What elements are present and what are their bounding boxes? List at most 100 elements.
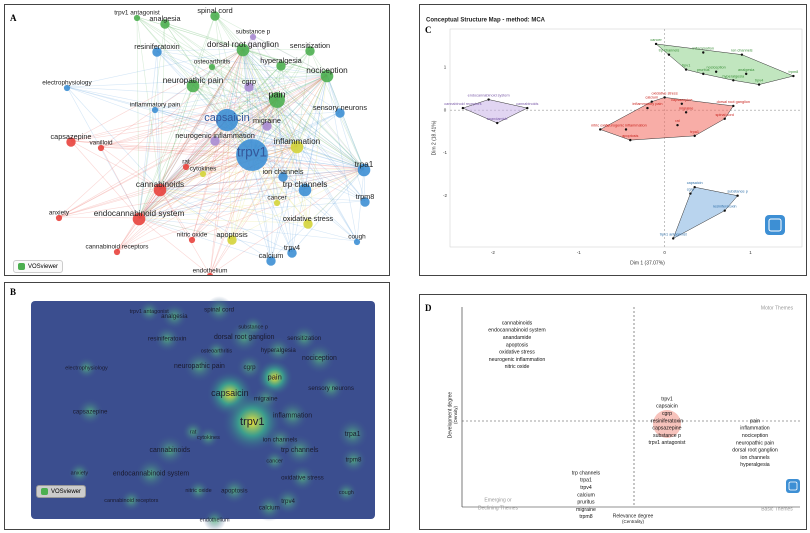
quadrant-emerging: Emerging or — [484, 497, 512, 503]
edge-substance-p-trpa1 — [252, 35, 365, 170]
density-label-trpv4: trpv4 — [281, 498, 295, 505]
label-cancer: cancer — [267, 195, 287, 202]
theme-bubble-1 — [653, 410, 681, 438]
blob-cough — [334, 480, 358, 504]
point-cannabinoids — [526, 106, 529, 110]
thematic-map: Relevance degree(Centrality)Development … — [447, 305, 800, 524]
theme-2-item-neuropathic-pain: neuropathic pain — [736, 440, 774, 446]
edge-hyperalgesia-capsaicin — [226, 64, 282, 120]
point-dorsal-root-ganglion — [732, 104, 735, 108]
edge-cannabinoid-receptors-trpa1 — [116, 168, 365, 252]
node-analgesia — [160, 19, 170, 29]
edge-calcium-capsaicin — [226, 118, 272, 261]
edge-endocannabinoid-system-trpv1 — [138, 153, 253, 219]
point-label-calcium: calcium — [645, 96, 658, 100]
edge-anxiety-trpv1 — [58, 153, 253, 218]
label-oxidative-stress: oxidative stress — [283, 214, 334, 223]
point-ion-channels — [740, 53, 744, 56]
node-oxidative-stress — [303, 219, 313, 229]
point-trp-channels — [667, 53, 671, 56]
density-label-analgesia: analgesia — [161, 313, 188, 320]
edge-trpm8-nociception — [326, 74, 366, 202]
edge-inflammation-cannabinoids — [159, 145, 298, 190]
density-label-ion-channels: ion channels — [263, 437, 298, 444]
edge-cgrp-inflammation — [248, 85, 298, 147]
density-label-trp-channels: trp channels — [281, 447, 319, 454]
label-rat: rat — [182, 159, 190, 166]
edge-rat-nociception — [185, 74, 328, 167]
edge-endothelium-capsaicin — [209, 118, 228, 275]
edge-cgrp-trpa1 — [248, 85, 365, 170]
edge-sensitization-endocannabinoid-system — [138, 49, 311, 219]
point-label-trp-channels: trp channels — [659, 49, 680, 53]
panel-a-label: A — [10, 13, 17, 23]
blob-oxidative-stress — [288, 464, 317, 492]
node-trp-channels — [298, 183, 312, 197]
point-hyperalgesia — [732, 79, 735, 82]
node-sensory-neurons — [335, 108, 345, 118]
edge-endocannabinoid-system-inflammation — [138, 145, 298, 219]
node-capsaicin — [215, 108, 239, 132]
point-label-nociception: nociception — [707, 66, 726, 70]
edge-neurogenic-inflammation-nociception — [214, 74, 328, 141]
edge-sensitization-dorsal-root-ganglion — [242, 48, 311, 51]
point-calcium — [650, 100, 653, 103]
point-label-hyperalgesia: hyperalgesia — [723, 74, 745, 78]
node-cancer — [273, 199, 281, 207]
label-anxiety: anxiety — [49, 210, 70, 217]
edge-nitric-oxide-trpv1 — [191, 153, 253, 240]
edge-hyperalgesia-dorsal-root-ganglion — [242, 48, 282, 66]
edge-cannabinoids-trpv1 — [159, 153, 253, 190]
edge-cannabinoids-inflammation — [159, 145, 298, 190]
point-substance-p — [736, 194, 739, 197]
density-label-apoptosis: apoptosis — [221, 487, 248, 494]
node-hyperalgesia — [276, 61, 286, 71]
edge-anxiety-dorsal-root-ganglion — [58, 48, 244, 218]
edge-electrophysiology-inflammation — [66, 86, 298, 147]
node-migraine — [262, 121, 272, 131]
edge-osteoarthritis-endocannabinoid-system — [138, 65, 213, 219]
hull-blue — [672, 186, 739, 239]
edge-capsazepine-trpa1 — [70, 140, 365, 170]
edge-capsazepine-endocannabinoid-system — [70, 140, 140, 219]
edge-trpv1-antagonist-endocannabinoid-system — [136, 16, 140, 219]
edge-sensory-neurons-dorsal-root-ganglion — [242, 48, 341, 113]
thematic-xlabel-sub: (Centrality) — [622, 519, 645, 524]
blob-capsazepine — [76, 397, 104, 426]
edge-trpv1-trpa1 — [251, 153, 365, 170]
label-analgesia: analgesia — [149, 14, 181, 23]
theme-1-item-cgrp: cgrp — [662, 411, 672, 417]
theme-3-item-trp-channels: trp channels — [572, 470, 601, 476]
edge-inflammatory-pain-cannabinoids — [154, 108, 161, 190]
edge-trpv1-nociception — [251, 74, 328, 155]
label-ion-channels: ion channels — [263, 167, 304, 176]
edge-trpv4-capsaicin — [226, 118, 293, 253]
edge-capsazepine-pain — [70, 98, 278, 142]
blob-nitric-oxide — [187, 479, 210, 503]
label-resiniferatoxin: resiniferatoxin — [134, 42, 179, 51]
edge-hyperalgesia-trpv1 — [251, 64, 282, 155]
edge-vanilloid-nociception — [100, 74, 328, 148]
edge-nitric-oxide-capsaicin — [191, 118, 228, 240]
point-label-trpm8: trpm8 — [789, 70, 799, 74]
edge-sensitization-capsaicin — [226, 49, 311, 120]
edge-cgrp-endocannabinoid-system — [138, 85, 250, 219]
vosviewer-label: VOSviewer — [28, 263, 59, 270]
node-resiniferatoxin — [152, 47, 162, 57]
blob-trp-channels — [283, 434, 316, 467]
blob-neuropathic-pain — [183, 350, 216, 383]
blob-nociception — [303, 342, 336, 375]
edge-trp-channels-dorsal-root-ganglion — [242, 48, 306, 190]
edge-nitric-oxide-cannabinoids — [159, 188, 193, 240]
edge-trpv4-cannabinoids — [159, 188, 293, 253]
edge-trpm8-capsaicin — [226, 118, 366, 202]
edge-pain-dorsal-root-ganglion — [242, 48, 278, 100]
edge-oxidative-stress-trpa1 — [307, 168, 365, 224]
edge-trpv1-antagonist-capsaicin — [136, 16, 228, 120]
point-label-anandamide: anandamide — [487, 117, 508, 121]
density-label-spinal-cord: spinal cord — [204, 307, 234, 314]
theme-1-item-substance-p: substance p — [653, 433, 681, 439]
edge-spinal-cord-pain — [214, 14, 278, 100]
quadrant-motor: Motor Themes — [761, 305, 794, 311]
